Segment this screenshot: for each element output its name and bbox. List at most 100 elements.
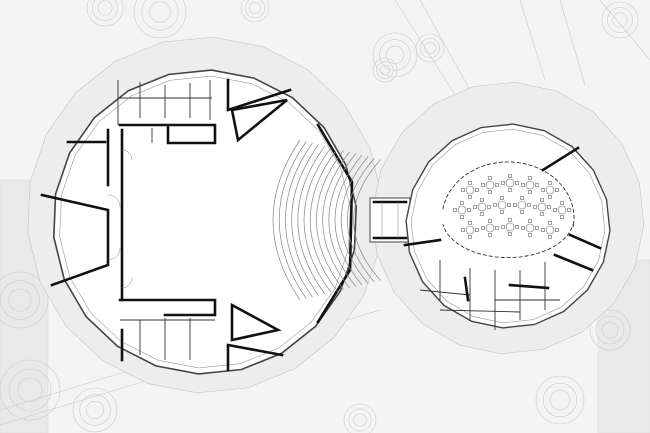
- chair: [535, 183, 539, 187]
- chair: [560, 215, 564, 219]
- stage-wall: [316, 123, 354, 324]
- seating-row: [297, 145, 326, 295]
- chair: [567, 208, 571, 212]
- table: [525, 180, 535, 190]
- chair: [507, 203, 511, 207]
- chair: [540, 198, 544, 202]
- chair: [467, 208, 471, 212]
- chair: [501, 225, 505, 229]
- tree: [249, 2, 261, 14]
- chair: [487, 205, 491, 209]
- chair: [500, 196, 504, 200]
- tree: [612, 12, 628, 28]
- dining-tables: [453, 174, 571, 239]
- tree: [550, 390, 570, 410]
- chair: [500, 210, 504, 214]
- tree: [92, 0, 118, 21]
- tree: [141, 0, 179, 31]
- tree: [0, 359, 61, 421]
- chair: [488, 190, 492, 194]
- chair: [540, 212, 544, 216]
- tree: [17, 377, 43, 403]
- chair: [528, 219, 532, 223]
- service-wall-1: [403, 238, 442, 247]
- lower-wedge: [230, 302, 282, 342]
- tree: [379, 64, 391, 76]
- chair: [548, 195, 552, 199]
- chair: [528, 190, 532, 194]
- tree: [97, 0, 113, 16]
- link-corridor: [369, 197, 411, 243]
- lobby-wall: [40, 193, 110, 287]
- chair: [468, 235, 472, 239]
- seating-row: [291, 144, 319, 296]
- chair: [520, 210, 524, 214]
- door-swings: [107, 149, 133, 289]
- chair: [493, 203, 497, 207]
- tree: [79, 394, 111, 426]
- chair: [468, 195, 472, 199]
- tree: [601, 321, 619, 339]
- seating-row: [303, 147, 332, 293]
- seating-row: [347, 157, 375, 283]
- table: [485, 180, 495, 190]
- tree: [379, 39, 411, 71]
- table: [557, 205, 567, 215]
- tree: [0, 271, 49, 329]
- chair: [488, 176, 492, 180]
- chair: [528, 233, 532, 237]
- seating-row: [353, 159, 381, 281]
- tree: [595, 315, 625, 345]
- seating-row: [334, 154, 363, 286]
- chair: [515, 181, 519, 185]
- chair: [460, 215, 464, 219]
- service-wall-3: [553, 253, 594, 272]
- seating-row: [322, 151, 350, 289]
- chair: [521, 183, 525, 187]
- tree: [607, 7, 633, 33]
- tree: [8, 288, 32, 312]
- chair: [473, 205, 477, 209]
- building-dining: [403, 123, 611, 330]
- chair: [453, 208, 457, 212]
- chair: [475, 188, 479, 192]
- table: [517, 200, 527, 210]
- table: [497, 200, 507, 210]
- chair: [560, 201, 564, 205]
- kitchen-wall: [463, 276, 550, 302]
- tree: [542, 382, 578, 418]
- tree: [415, 33, 445, 63]
- table: [465, 185, 475, 195]
- chair: [527, 203, 531, 207]
- chair: [495, 226, 499, 230]
- chair: [481, 226, 485, 230]
- chair: [468, 221, 472, 225]
- chair: [555, 228, 559, 232]
- chair: [548, 221, 552, 225]
- chair: [555, 188, 559, 192]
- table: [545, 225, 555, 235]
- tree: [149, 1, 171, 23]
- seating-row: [285, 142, 313, 298]
- chair: [475, 228, 479, 232]
- tree: [353, 413, 367, 427]
- upper-right-room: [226, 78, 292, 112]
- auditorium-outline: [52, 69, 358, 375]
- seating-row: [341, 156, 369, 284]
- chair: [521, 226, 525, 230]
- tree: [589, 309, 631, 351]
- table: [537, 202, 547, 212]
- chair: [541, 228, 545, 232]
- tree: [8, 368, 52, 412]
- chair: [460, 201, 464, 205]
- seating-row: [316, 150, 344, 290]
- tree: [535, 375, 585, 425]
- chair: [508, 232, 512, 236]
- table: [505, 178, 515, 188]
- tree: [348, 408, 372, 432]
- tree: [343, 403, 377, 433]
- seating-row: [272, 139, 301, 301]
- table: [457, 205, 467, 215]
- dining-outline: [405, 123, 611, 329]
